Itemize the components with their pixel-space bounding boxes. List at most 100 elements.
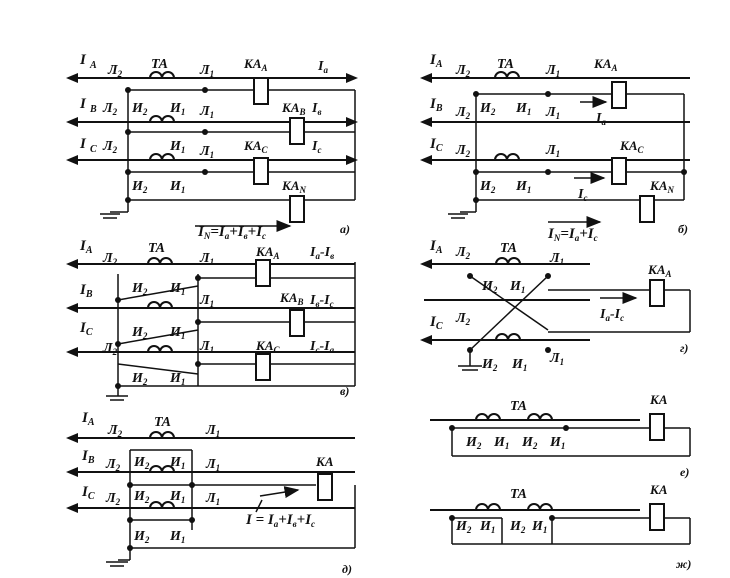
svg-text:Л1: Л1 (205, 491, 220, 507)
svg-text:Л1: Л1 (199, 144, 214, 160)
caption-a: а) (340, 222, 350, 236)
svg-text:ТА: ТА (510, 487, 527, 502)
svg-text:IC: IC (429, 136, 443, 154)
svg-text:Л2: Л2 (102, 251, 118, 267)
svg-text:КАN: КАN (281, 178, 307, 195)
svg-text:И2: И2 (131, 101, 148, 117)
svg-text:И2: И2 (479, 179, 496, 195)
caption-v: в) (340, 384, 349, 398)
svg-text:Ic-Ia: Ic-Ia (309, 339, 335, 355)
svg-text:IA: IA (81, 410, 95, 428)
svg-text:И2: И2 (479, 101, 496, 117)
svg-text:И2: И2 (133, 489, 150, 505)
svg-text:Ic: Ic (577, 187, 587, 203)
svg-text:И2: И2 (133, 529, 150, 545)
svg-text:И2: И2 (521, 435, 538, 451)
svg-text:КАC: КАC (243, 138, 269, 155)
svg-text:ТА: ТА (154, 415, 171, 430)
svg-text:Л1: Л1 (199, 293, 214, 309)
svg-text:Л2: Л2 (102, 139, 118, 155)
svg-text:Л2: Л2 (105, 457, 121, 473)
svg-text:Ia: Ia (317, 59, 328, 75)
svg-text:КА: КА (649, 482, 668, 497)
scheme-d: IA IB IC ТА Л2 Л1 Л2 Л1 Л2 Л1 И2 И1 И2 И… (66, 410, 356, 576)
svg-text:КАC: КАC (255, 338, 281, 355)
phase-a-sub: A (89, 60, 97, 71)
svg-text:Л1: Л1 (545, 105, 560, 121)
svg-text:ТА: ТА (151, 57, 168, 72)
svg-text:Л2: Л2 (455, 143, 471, 159)
svg-text:Ia-Ic: Ia-Ic (599, 307, 624, 323)
svg-text:IA: IA (79, 238, 93, 256)
svg-text:Л1: Л1 (549, 351, 564, 367)
svg-text:И1: И1 (169, 455, 185, 471)
svg-text:И1: И1 (169, 489, 185, 505)
svg-text:ТА: ТА (148, 241, 165, 256)
phase-b-sub: B (89, 104, 97, 115)
svg-text:Л2: Л2 (455, 105, 471, 121)
svg-text:КА: КА (649, 392, 668, 407)
svg-text:И1: И1 (169, 281, 185, 297)
scheme-b: IA IB IC ТА Л2 Л1 Л2 Л1 Л2 Л1 И2 И1 И2 И… (420, 52, 690, 243)
svg-text:Л1: Л1 (205, 457, 220, 473)
svg-text:IA: IA (429, 238, 443, 256)
svg-text:IB: IB (429, 96, 443, 114)
svg-text:КАA: КАA (647, 262, 672, 279)
svg-text:КАA: КАA (243, 56, 268, 73)
svg-text:ТА: ТА (500, 241, 517, 256)
svg-text:Л2: Л2 (102, 341, 118, 357)
svg-text:Ia: Ia (595, 111, 606, 127)
scheme-a: I A I B I C ТА Л2 Л1 Л2 Л1 Л2 Л1 И2 И1 И… (66, 52, 358, 241)
svg-text:Л1: Л1 (205, 423, 220, 439)
svg-text:Л1: Л1 (199, 104, 214, 120)
svg-text:И1: И1 (479, 519, 495, 535)
svg-text:IC: IC (429, 314, 443, 332)
svg-text:Ia-Iв: Ia-Iв (309, 245, 334, 261)
svg-text:Ic: Ic (311, 139, 321, 155)
svg-text:И1: И1 (511, 357, 527, 373)
svg-text:КАA: КАA (593, 56, 618, 73)
svg-text:Л2: Л2 (107, 423, 123, 439)
svg-text:И1: И1 (509, 279, 525, 295)
caption-zh: ж) (676, 557, 691, 571)
svg-text:И1: И1 (169, 371, 185, 387)
svg-text:I = Ia+Iв+Ic: I = Ia+Iв+Ic (245, 512, 315, 529)
svg-text:И2: И2 (465, 435, 482, 451)
svg-text:И2: И2 (131, 371, 148, 387)
svg-text:Л2: Л2 (455, 63, 471, 79)
svg-text:И2: И2 (509, 519, 526, 535)
svg-text:И2: И2 (455, 519, 472, 535)
svg-text:КА: КА (315, 454, 334, 469)
svg-text:КАB: КАB (281, 100, 306, 117)
scheme-zh: ТА КА И2 И1 И2 И1 ж) (430, 482, 691, 571)
svg-text:И1: И1 (169, 139, 185, 155)
svg-text:Л2: Л2 (107, 63, 123, 79)
svg-text:И1: И1 (531, 519, 547, 535)
svg-text:IC: IC (79, 320, 93, 338)
svg-text:КАC: КАC (619, 138, 645, 155)
svg-text:И1: И1 (515, 179, 531, 195)
svg-text:Л1: Л1 (545, 143, 560, 159)
svg-text:И1: И1 (169, 529, 185, 545)
svg-text:Л2: Л2 (102, 101, 118, 117)
caption-e: е) (680, 465, 689, 479)
svg-text:И1: И1 (493, 435, 509, 451)
svg-text:И1: И1 (549, 435, 565, 451)
svg-text:Л1: Л1 (199, 63, 214, 79)
svg-text:IA: IA (429, 52, 443, 70)
svg-text:И1: И1 (169, 101, 185, 117)
svg-text:IB: IB (81, 448, 95, 466)
svg-text:КАA: КАA (255, 244, 280, 261)
svg-text:И2: И2 (481, 279, 498, 295)
svg-text:Л1: Л1 (199, 339, 214, 355)
svg-text:И2: И2 (131, 281, 148, 297)
scheme-v: IA IB IC ТА Л2 Л1 Л1 Л2 Л1 И2 И1 И2 И1 И… (66, 238, 356, 401)
svg-text:И2: И2 (481, 357, 498, 373)
caption-b: б) (678, 222, 688, 236)
svg-text:IN=Ia+Ic: IN=Ia+Ic (547, 226, 598, 243)
svg-text:IB: IB (79, 282, 93, 300)
svg-text:IC: IC (81, 484, 95, 502)
svg-text:Л2: Л2 (455, 245, 471, 261)
